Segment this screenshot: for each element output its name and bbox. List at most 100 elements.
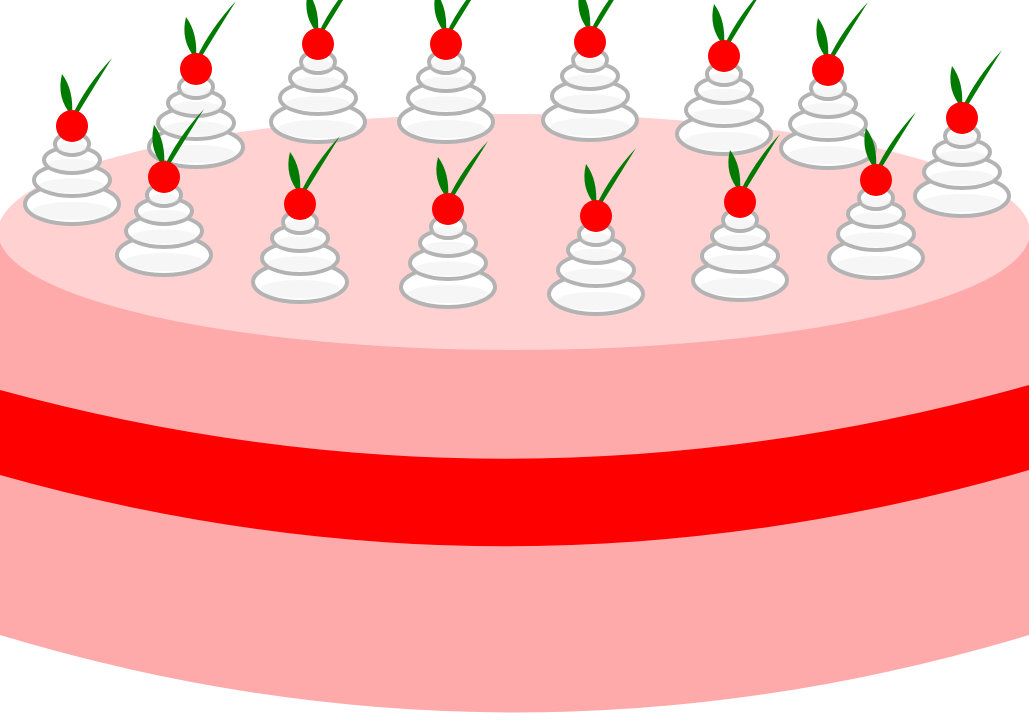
cream-tier-shadow — [581, 232, 611, 243]
leaf-icon — [816, 18, 829, 60]
leaf-icon — [584, 164, 597, 206]
cream-tier-shadow — [260, 280, 340, 298]
cherry-icon — [724, 186, 756, 218]
cream-dollop-with-cherry — [251, 136, 349, 304]
cherry-stem — [962, 50, 1002, 110]
cream-dollop-with-cherry — [675, 0, 773, 156]
cream-dollop-with-cherry — [269, 0, 367, 144]
cherry-stem — [196, 1, 236, 61]
cherry-stem — [876, 112, 916, 172]
cream-tier-shadow — [700, 88, 748, 101]
cherry-stem — [596, 148, 636, 208]
cream-tier-shadow — [267, 256, 333, 271]
leaf-icon — [728, 150, 741, 192]
leaf-icon — [184, 17, 197, 59]
cream-tier-shadow — [700, 278, 780, 296]
cherry-stem — [300, 136, 340, 196]
cherry-icon — [430, 28, 462, 60]
cherry-stem — [448, 141, 488, 201]
cherry-icon — [860, 164, 892, 196]
cream-tier-shadow — [725, 218, 755, 229]
cherry-stem — [828, 2, 868, 62]
leaf-icon — [578, 0, 591, 32]
cream-tier-shadow — [707, 254, 773, 269]
leaf-icon — [864, 128, 877, 170]
cherry-icon — [302, 28, 334, 60]
cream-tier-shadow — [556, 292, 636, 310]
cherry-icon — [580, 200, 612, 232]
cream-tier-shadow — [861, 196, 891, 207]
leaf-icon — [950, 66, 963, 108]
decorations — [23, 0, 1011, 316]
leaf-icon — [434, 0, 447, 34]
cream-tier-shadow — [422, 76, 470, 89]
leaf-icon — [152, 125, 165, 167]
cream-dollop-with-cherry — [827, 112, 925, 280]
cream-dollop-with-cherry — [779, 2, 877, 170]
cream-tier-shadow — [172, 101, 220, 114]
cherry-icon — [148, 161, 180, 193]
leaf-icon — [436, 157, 449, 199]
cream-tier-shadow — [294, 76, 342, 89]
cream-tier-shadow — [408, 285, 488, 303]
cream-tier-shadow — [563, 268, 629, 283]
cream-tier-shadow — [406, 120, 486, 138]
leaf-icon — [60, 74, 73, 116]
cream-tier-shadow — [57, 142, 87, 153]
cream-tier-shadow — [813, 86, 843, 97]
cream-tier-shadow — [424, 241, 472, 254]
cream-tier-shadow — [433, 225, 463, 236]
leaf-icon — [306, 0, 319, 34]
cream-tier-shadow — [124, 253, 204, 271]
cream-dollop-with-cherry — [691, 134, 789, 302]
cream-tier-shadow — [163, 121, 229, 136]
cream-tier-shadow — [39, 178, 105, 193]
cream-tier-shadow — [431, 60, 461, 71]
cherry-stem — [164, 109, 204, 169]
cream-tier-shadow — [572, 248, 620, 261]
cream-tier-shadow — [415, 261, 481, 276]
cream-tier-shadow — [929, 170, 995, 185]
cream-tier-shadow — [413, 96, 479, 111]
cream-dollop-with-cherry — [147, 1, 245, 169]
cream-tier-shadow — [716, 234, 764, 247]
cream-tier-shadow — [557, 94, 623, 109]
cream-dollop-with-cherry — [397, 0, 495, 144]
cream-dollop-with-cherry — [913, 50, 1011, 218]
cherry-icon — [56, 110, 88, 142]
cream-dollop-with-cherry — [547, 148, 645, 316]
cream-tier-shadow — [303, 60, 333, 71]
cherry-stem — [590, 0, 614, 34]
cream-tier-shadow — [947, 134, 977, 145]
cherry-stem — [318, 0, 344, 36]
cherry-icon — [812, 54, 844, 86]
cream-tier-shadow — [852, 212, 900, 225]
cream-dollop-with-cherry — [23, 58, 121, 226]
cherry-icon — [708, 40, 740, 72]
cream-tier-shadow — [131, 229, 197, 244]
cream-tier-shadow — [566, 74, 614, 87]
cream-tier-shadow — [788, 146, 868, 164]
cream-tier-shadow — [938, 150, 986, 163]
cream-tier-shadow — [684, 132, 764, 150]
cream-tier-shadow — [32, 202, 112, 220]
cream-tier-shadow — [575, 58, 605, 69]
cream-tier-shadow — [48, 158, 96, 171]
cherry-icon — [284, 188, 316, 220]
filling-band — [0, 385, 1029, 547]
cream-tier-shadow — [836, 256, 916, 274]
cream-tier-shadow — [285, 220, 315, 231]
cherry-icon — [574, 26, 606, 58]
cherry-stem — [724, 0, 757, 48]
cream-tier-shadow — [278, 120, 358, 138]
cherry-stem — [72, 58, 112, 118]
cream-tier-shadow — [691, 108, 757, 123]
cream-tier-shadow — [922, 194, 1002, 212]
cream-dollop-with-cherry — [115, 109, 213, 277]
cream-tier-shadow — [550, 118, 630, 136]
cherry-icon — [946, 102, 978, 134]
cherry-icon — [180, 53, 212, 85]
cherry-stem — [740, 134, 780, 194]
cream-tier-shadow — [709, 72, 739, 83]
